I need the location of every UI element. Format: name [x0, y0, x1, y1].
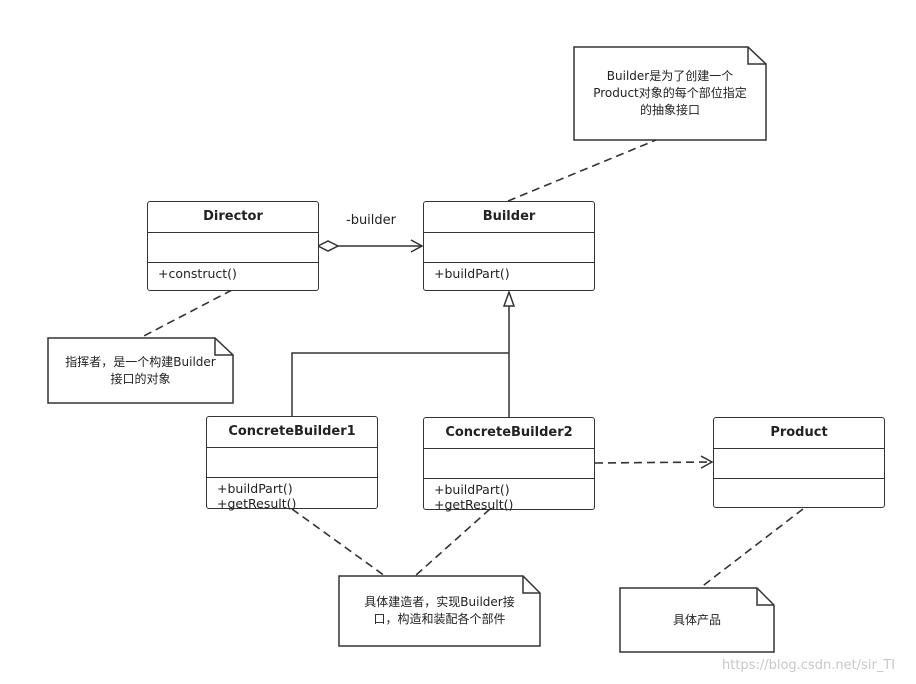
concrete-builder1-operations: +buildPart() +getResult()	[207, 478, 377, 511]
concrete-builder2-attributes	[424, 449, 594, 479]
director-note: 指挥者，是一个构建Builder 接口的对象	[48, 338, 233, 403]
builder-attributes	[424, 233, 594, 263]
product-class[interactable]: Product	[713, 417, 885, 508]
concrete2-note-anchor	[414, 508, 491, 577]
watermark: https://blog.csdn.net/sir_TI	[722, 658, 896, 673]
builder-op-buildpart: +buildPart()	[434, 266, 510, 281]
director-class-name: Director	[148, 202, 318, 233]
builder-note-shape	[573, 46, 767, 141]
builder-note-line-2: Product对象的每个部位指定	[593, 86, 747, 100]
concrete-builder1-op-getresult: +getResult()	[217, 496, 297, 511]
product-note-shape	[619, 587, 775, 653]
product-class-name: Product	[714, 418, 884, 449]
director-op-construct: +construct()	[158, 266, 237, 281]
director-note-shape	[47, 337, 234, 404]
director-note-anchor	[139, 289, 233, 339]
builder-operations: +buildPart()	[424, 263, 594, 281]
builder-note-line-1: Builder是为了创建一个	[606, 69, 734, 83]
director-attributes	[148, 233, 318, 263]
product-note: 具体产品	[620, 588, 774, 652]
product-note-anchor	[699, 508, 804, 589]
concrete-builder1-class[interactable]: ConcreteBuilder1 +buildPart() +getResult…	[206, 416, 378, 511]
product-note-line-1: 具体产品	[672, 612, 721, 627]
concrete-builder2-class[interactable]: ConcreteBuilder2 +buildPart() +getResult…	[423, 417, 595, 512]
concrete-builder1-op-buildpart: +buildPart()	[217, 481, 293, 496]
concrete-builder2-op-buildpart: +buildPart()	[434, 482, 510, 497]
association-label: -builder	[346, 213, 397, 228]
concrete-note-line-1: 具体建造者，实现Builder接	[364, 595, 515, 609]
concrete-builder2-op-getresult: +getResult()	[434, 497, 514, 512]
concrete-builder2-class-name: ConcreteBuilder2	[424, 418, 594, 449]
concrete-builder1-class-name: ConcreteBuilder1	[207, 417, 377, 448]
builder-class[interactable]: Builder +buildPart()	[423, 201, 595, 291]
director-note-line-2: 接口的对象	[110, 371, 171, 386]
generalization-line-1	[291, 352, 509, 416]
dependency-line	[594, 455, 714, 469]
builder-note: Builder是为了创建一个 Product对象的每个部位指定 的抽象接口	[574, 47, 766, 140]
director-class[interactable]: Director +construct()	[147, 201, 319, 291]
concrete1-note-anchor	[291, 508, 386, 577]
concrete-note-shape	[338, 575, 541, 647]
director-note-line-1: 指挥者，是一个构建Builder	[65, 354, 216, 369]
builder-note-line-3: 的抽象接口	[639, 103, 700, 117]
product-operations	[714, 479, 884, 482]
concrete-note-line-2: 口，构造和装配各个部件	[373, 612, 506, 626]
builder-class-name: Builder	[424, 202, 594, 233]
generalization-triangle	[502, 289, 516, 307]
director-operations: +construct()	[148, 263, 318, 281]
builder-note-anchor	[507, 139, 657, 202]
concrete-builder1-attributes	[207, 448, 377, 478]
concrete-note: 具体建造者，实现Builder接 口，构造和装配各个部件	[339, 576, 540, 646]
concrete-builder2-operations: +buildPart() +getResult()	[424, 479, 594, 512]
product-attributes	[714, 449, 884, 479]
aggregation-diamond	[316, 240, 340, 252]
